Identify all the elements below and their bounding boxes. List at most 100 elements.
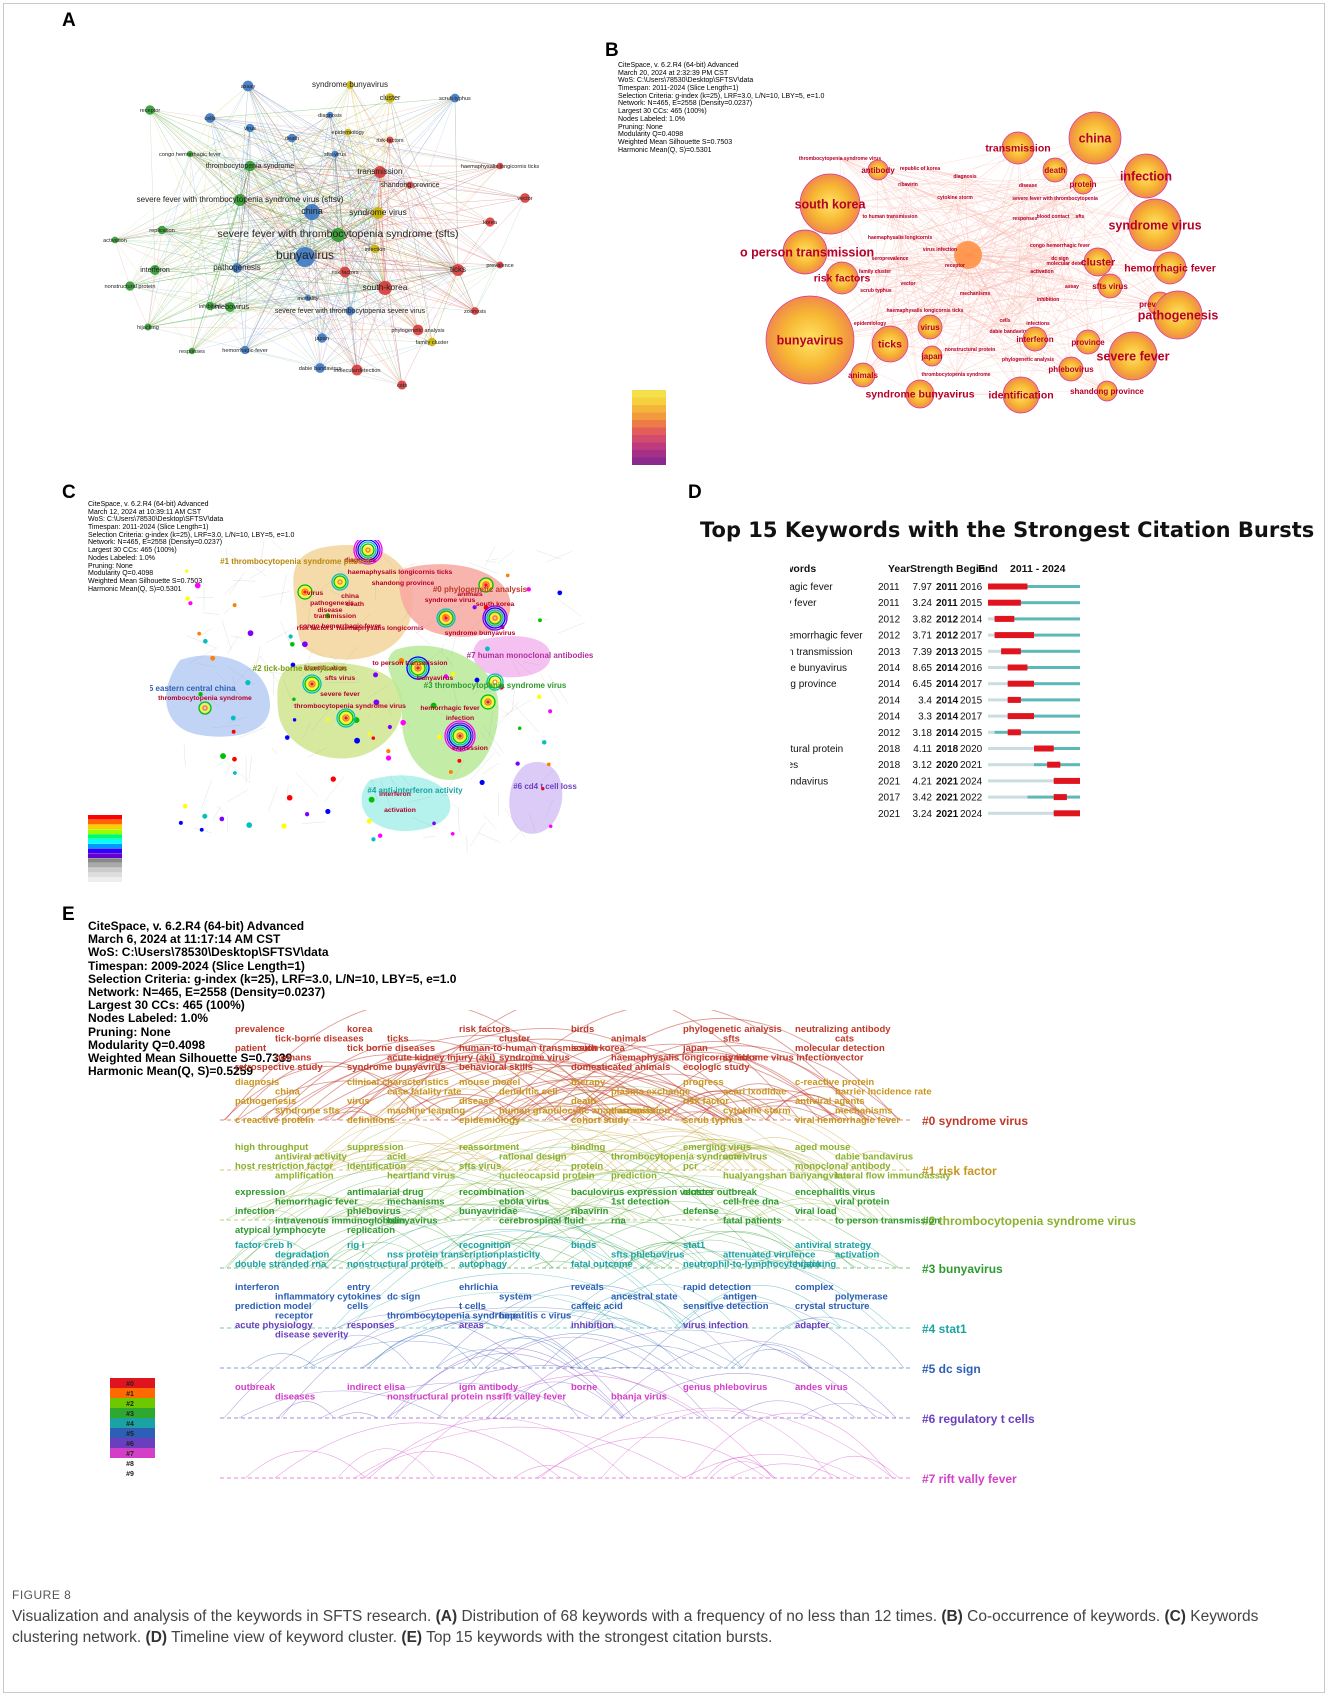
figure-number: FIGURE 8 (12, 1588, 72, 1602)
timeline-keyword: death (571, 1096, 597, 1107)
network-edge (247, 85, 386, 289)
network-node (150, 265, 160, 275)
cluster-keyword: severe fever (320, 691, 360, 698)
network-edge (446, 656, 454, 670)
timeline-arc (648, 1148, 887, 1221)
network-edge (329, 114, 386, 289)
legend-swatch (88, 848, 122, 854)
timeline-keyword: heartland virus (387, 1171, 455, 1182)
timeline-arc (588, 1259, 895, 1329)
timeline-keyword: fatal outcome (571, 1259, 633, 1270)
meta-b-line: Largest 30 CCs: 465 (100%) (618, 108, 707, 116)
cooccurrence-label: epidemiology (854, 321, 886, 327)
network-edge (201, 779, 212, 808)
burst-end: 2017 (960, 631, 983, 642)
cluster-node (517, 726, 522, 731)
meta-b-line: Selection Criteria: g-index (k=25), LRF=… (618, 92, 825, 100)
burst-ring (458, 734, 462, 738)
network-node-label: ticks (450, 265, 466, 274)
network-edge (1017, 147, 1036, 340)
network-edge (474, 197, 526, 312)
network-edge (239, 199, 459, 271)
network-edge (239, 153, 336, 201)
panel-label-a: A (62, 10, 76, 31)
network-edge (244, 165, 501, 351)
network-edge (307, 139, 391, 299)
network-node-label: risk-factors (376, 138, 404, 144)
network-edge (286, 785, 289, 803)
network-edge (114, 239, 376, 250)
network-edge (189, 153, 313, 213)
network-edge (291, 137, 339, 236)
burst-ring (452, 728, 468, 744)
network-edge (907, 282, 971, 350)
network-edge (209, 139, 391, 307)
network-edge (154, 85, 249, 271)
network-edge (389, 97, 433, 343)
cooccurrence-label: scrub typhus (860, 288, 892, 294)
network-edge (311, 211, 321, 369)
hdr-strength: Strength (910, 563, 953, 575)
network-edge (877, 169, 1156, 226)
network-node (345, 306, 355, 316)
burst-ring (331, 573, 349, 591)
network-edge (809, 169, 1056, 341)
network-edge (147, 114, 331, 328)
cooccurrence-label: republic of korea (900, 166, 941, 172)
cooccurrence-label: transmission (985, 143, 1050, 155)
network-edge (1020, 267, 1171, 396)
timeline-keyword: fatal patients (723, 1216, 782, 1227)
timeline-arc (574, 1045, 901, 1121)
network-edge (939, 196, 956, 250)
timeline-arc (242, 1167, 577, 1221)
network-edge (829, 203, 1081, 217)
burst-inactive-segment (988, 633, 995, 637)
network-edge (334, 153, 476, 312)
cluster-node (290, 662, 296, 668)
network-edge (239, 199, 323, 339)
legend-swatch (88, 819, 122, 825)
timeline-arc (364, 1143, 507, 1171)
cluster-node (288, 634, 293, 639)
legend-swatch (632, 390, 666, 398)
network-edge (236, 165, 251, 269)
network-edge (397, 772, 417, 793)
burst-ring (480, 694, 496, 710)
timeline-cluster-label: #2 thrombocytopenia syndrome virus (922, 1214, 1136, 1228)
network-edge (347, 131, 476, 312)
network-edge (457, 269, 476, 312)
cooccurrence-label: to human transmission (862, 214, 917, 220)
network-edge (955, 197, 1056, 375)
network-edge (439, 650, 454, 665)
cooccurrence-node (1072, 173, 1094, 195)
burst-ring (484, 583, 488, 587)
network-edge (307, 297, 351, 312)
network-edge (311, 184, 411, 213)
network-edge (149, 109, 238, 269)
network-edge (929, 175, 966, 328)
timeline-keyword: monoclonal antibody (795, 1161, 891, 1172)
network-edge (249, 165, 358, 371)
hdr-year: Year (888, 563, 910, 575)
network-edge (470, 822, 486, 846)
network-edge (271, 540, 283, 551)
timeline-keyword: hijacking (795, 1259, 836, 1270)
timeline-arc (266, 1155, 362, 1171)
burst-ring (301, 588, 309, 596)
timeline-arc (387, 1353, 625, 1419)
network-edge (244, 297, 309, 351)
network-edge (187, 647, 218, 665)
meta-b-line: Harmonic Mean(Q, S)=0.5301 (618, 146, 712, 154)
burst-ring (410, 660, 426, 676)
network-edge (457, 269, 476, 312)
network-edge (384, 139, 391, 289)
meta-e-line: Nodes Labeled: 1.0% (88, 1011, 209, 1026)
timeline-arc (731, 1349, 811, 1369)
network-node (304, 294, 312, 302)
network-edge (967, 254, 1099, 263)
network-edge (149, 109, 419, 331)
cluster-node (432, 821, 436, 826)
network-edge (423, 836, 435, 838)
caption-e-label: (E) (401, 1629, 423, 1646)
network-edge (209, 305, 246, 351)
